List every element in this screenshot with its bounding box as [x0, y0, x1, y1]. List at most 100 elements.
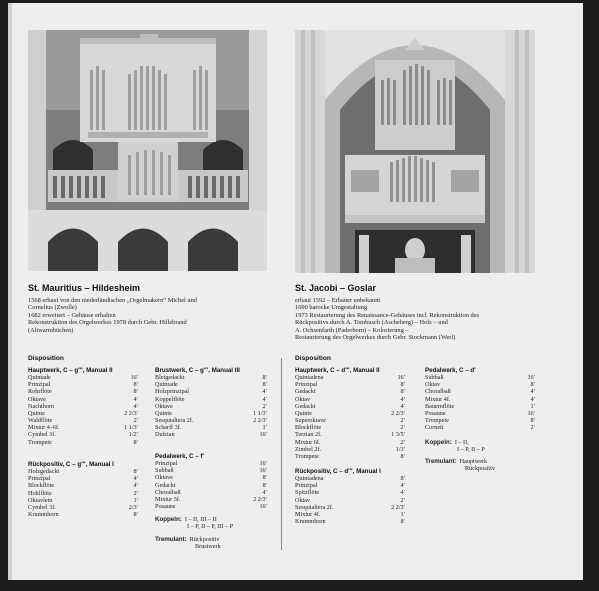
stop-name: Trompete	[28, 438, 52, 446]
stop-name: Oktave	[155, 474, 173, 482]
photo-st-mauritius-organ	[28, 30, 267, 271]
stop-name: Quintade	[155, 381, 178, 389]
stop-pitch: 4′	[262, 488, 267, 496]
stop-name: Choralbaß	[155, 488, 181, 496]
stop-pitch: 2 2/3′	[253, 495, 267, 503]
stop-pitch: 8′	[400, 518, 405, 526]
division-hauptwerk-right: Hauptwerk, C – d′′′, Manual II Quintaden…	[295, 367, 405, 460]
stop-name: Mixtur 4–6f.	[28, 424, 60, 432]
stop-name: Sesquialtera 2f.	[295, 503, 334, 511]
stop-pitch: 1′	[400, 510, 405, 518]
division-title: Pedalwerk, C – f′	[155, 453, 204, 460]
stop-name: Holzprinzipal	[155, 388, 190, 396]
stop-row: Cymbel 3f.1/2′	[28, 431, 138, 438]
tremulant-right: Tremulant:Hauptwerk Rückpositiv	[425, 458, 535, 472]
stop-name: Quintadena	[295, 475, 324, 483]
stop-name: Holzgedackt	[28, 468, 60, 476]
stop-pitch: 2 2/3′	[391, 503, 405, 511]
stop-pitch: 8′	[133, 468, 138, 476]
koppeln-line: I – II,	[454, 439, 469, 446]
stop-name: Mixtur 4f.	[295, 510, 321, 518]
division-title: Pedalwerk, C – d′	[425, 367, 476, 374]
stop-pitch: 1 1/3′	[124, 424, 138, 432]
stop-name: Cymbel 3f.	[28, 431, 56, 439]
division-brustwerk-left: Brustwerk, C – g′′′, Manual III Bleigeda…	[155, 367, 267, 439]
stop-name: Oktave	[155, 402, 173, 410]
photo-st-jacobi-organ	[295, 30, 535, 273]
stop-name: Mixtur 5f.	[155, 495, 181, 503]
history-line: erbaut 1592 – Erbauer unbekannt	[295, 297, 381, 304]
tremulant-label: Tremulant:	[425, 458, 457, 465]
history-line: Cornelius (Zwolle)	[28, 304, 77, 312]
stop-pitch: 16′	[130, 374, 138, 382]
division-title: Hauptwerk, C – g′′′, Manual II	[28, 367, 113, 374]
history-line: (Altwarmbüchen)	[28, 326, 74, 334]
stop-name: Spitzflöte	[295, 489, 320, 497]
stop-name: Subbaß	[425, 374, 444, 382]
stop-pitch: 8′	[530, 381, 535, 389]
stop-name: Mixtur 6f.	[295, 438, 321, 446]
stop-row: Choralbaß 4′	[155, 489, 267, 496]
stop-name: Prinzipal	[155, 460, 178, 468]
stop-pitch: 2 2/3′	[124, 409, 138, 417]
stop-row: Mixtur 6f.2′	[295, 439, 405, 446]
stop-name: Bauernflöte	[425, 402, 455, 410]
stop-pitch: 2′	[400, 417, 405, 425]
column-divider	[281, 358, 282, 550]
stop-row: Mixtur 4f.4′	[425, 396, 535, 403]
stop-name: Trompete	[425, 417, 449, 425]
stop-pitch: 2 2/3′	[253, 417, 267, 425]
history-line: A. Ochsenfarth (Paderborn) – Kolorierung…	[295, 326, 409, 334]
disposition-heading-left: Disposition	[28, 355, 64, 362]
tremulant-line: Rückpositiv	[189, 536, 220, 543]
stop-name: Cornett	[425, 424, 444, 432]
stop-name: Subbaß	[155, 467, 174, 475]
stop-name: Nachthorn	[28, 402, 55, 410]
organ-photo-left-image	[28, 30, 267, 271]
stop-name: Prinzipal	[295, 381, 318, 389]
stop-pitch: 4′	[530, 388, 535, 396]
stop-pitch: 4′	[530, 395, 535, 403]
sleeve-spine	[8, 3, 12, 580]
division-rueckpositiv-right: Rückpositiv, C – d′′′, Manual I Quintade…	[295, 468, 405, 525]
stop-pitch: 8′	[133, 381, 138, 389]
stop-pitch: 1′	[133, 496, 138, 504]
stop-pitch: 16′	[259, 431, 267, 439]
stop-pitch: 1′	[262, 424, 267, 432]
stop-pitch: 16′	[397, 374, 405, 382]
stop-pitch: 8′	[400, 475, 405, 483]
stop-name: Krummhorn	[295, 518, 326, 526]
stop-name: Prinzipal	[28, 475, 51, 483]
stop-name: Oktav	[295, 496, 311, 504]
stop-name: Posaune	[155, 503, 176, 511]
stop-name: Terzian 2f.	[295, 431, 322, 439]
tremulant-line: Rückpositiv	[465, 465, 495, 473]
history-line: 1568 erbaut von den niederländischen „Or…	[28, 297, 197, 304]
stop-pitch: 8′	[400, 452, 405, 460]
organ-photo-right-image	[295, 30, 535, 273]
stop-name: Prinzipal	[295, 482, 318, 490]
